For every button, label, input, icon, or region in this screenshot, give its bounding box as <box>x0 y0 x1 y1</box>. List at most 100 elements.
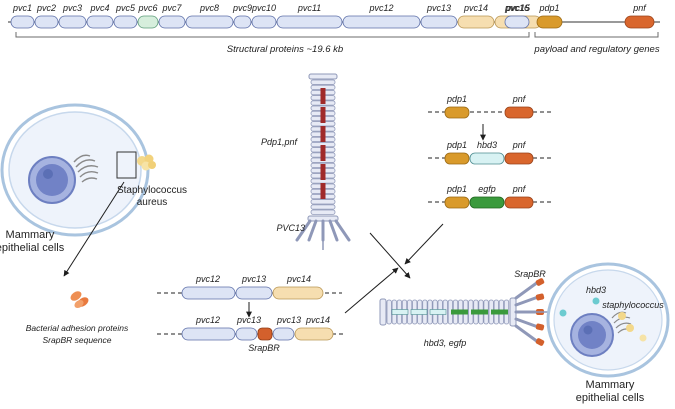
construct2-pdp1 <box>444 152 470 165</box>
tail-before-pvc12 <box>181 286 236 300</box>
staphylococcus-label: Staphylococcus <box>117 185 187 196</box>
operon-gene-pvc9 <box>233 15 252 29</box>
pvc-sheath-ring <box>310 209 336 215</box>
pvc-tail-fiber <box>295 219 312 242</box>
tail-before-pvc13-label: pvc13 <box>241 274 266 284</box>
left-mammary-cell: Staphylococcus aureus Mammary epithelial… <box>0 103 187 254</box>
construct1-pdp1-label: pdp1 <box>446 94 467 104</box>
operon-gene-pvc2 <box>34 15 59 29</box>
pvc-cargo-segment <box>320 145 326 161</box>
construct2-pnf <box>504 152 534 165</box>
operon-gene-label-pvc13: pvc13 <box>426 3 451 13</box>
engineered-hbd3-cargo <box>410 309 428 315</box>
engineered-tail-fiber <box>514 317 540 329</box>
operon-gene-pvc5 <box>113 15 138 29</box>
operon-gene-pvc13 <box>420 15 458 29</box>
operon-gene-label-pvc10: pvc10 <box>251 3 276 13</box>
operon-gene-label-pvc6: pvc6 <box>137 3 157 13</box>
arrow-payload-to-engineered <box>404 223 444 265</box>
engineered-hbd3-cargo <box>391 309 409 315</box>
operon-gene-pvc8 <box>185 15 234 29</box>
cargo-label: Pdp1,pnf <box>261 137 299 147</box>
operon-gene-pvc12 <box>342 15 421 29</box>
pvc-cargo-segment <box>320 107 326 123</box>
payload-bracket <box>534 32 659 38</box>
construct3-egfp <box>469 196 505 209</box>
construct1-pnf <box>504 106 534 119</box>
pvc-tail-fiber <box>307 219 318 242</box>
engineered-cargo-label: hbd3, egfp <box>424 338 467 348</box>
construct3-pdp1-label: pdp1 <box>446 184 467 194</box>
srapbr-sequence-label: SrapBR sequence <box>43 335 112 345</box>
aureus-label: aureus <box>137 197 168 208</box>
golgi-apparatus-icon <box>73 154 99 183</box>
engineered-tail-fiber <box>514 295 540 307</box>
operon-gene-label-pnf: pnf <box>632 3 647 13</box>
payload-constructs: pdp1 pnf pdp1 hbd3 pnf pdp1 egfp pnf <box>428 94 553 209</box>
operon-gene-pvc1 <box>10 15 35 29</box>
structural-bracket <box>15 32 530 38</box>
pvc-tail-fiber <box>334 219 351 242</box>
right-hbd3-label: hbd3 <box>586 285 606 295</box>
engineered-egfp-cargo <box>471 309 488 315</box>
construct1-pdp1 <box>444 106 470 119</box>
tail-after-pvc13-a-label: pvc13 <box>236 315 261 325</box>
payload-genes-label: payload and regulatory genes <box>533 44 659 55</box>
tail-after-srapbr <box>257 327 273 341</box>
engineered-pvc <box>379 278 548 346</box>
operon-gene-label-pvc1: pvc1 <box>12 3 32 13</box>
operon-gene-pvc10 <box>251 15 277 29</box>
operon-gene-pvc4 <box>86 15 114 29</box>
nucleolus-right <box>583 325 593 335</box>
operon-gene-label-pvc12: pvc12 <box>368 3 393 13</box>
operon-gene-label-pvc14: pvc14 <box>463 3 488 13</box>
adhesion-protein-icon <box>70 291 89 309</box>
pvc-sheath-ring <box>310 204 336 210</box>
right-mammary-caption: Mammary <box>586 379 635 391</box>
arrow-to-adhesion <box>63 181 125 277</box>
tail-after-pvc14 <box>294 327 334 341</box>
construct3-pdp1 <box>444 196 470 209</box>
operon-gene-row <box>8 15 660 29</box>
construct2-hbd3-label: hbd3 <box>477 140 497 150</box>
construct3-egfp-label: egfp <box>478 184 496 194</box>
operon-gene-pvc3 <box>58 15 87 29</box>
operon-gene-pnf <box>624 15 655 29</box>
pvc-cargo-segment <box>320 88 326 104</box>
mammary-caption: Mammary <box>6 229 55 241</box>
operon-gene-label-pvc7: pvc7 <box>161 3 182 13</box>
construct1-pnf-label: pnf <box>512 94 527 104</box>
cell-cytoplasm <box>8 111 142 229</box>
tail-before-pvc12-label: pvc12 <box>195 274 220 284</box>
pvc-cap <box>308 73 338 80</box>
tail-before-pvc13 <box>235 286 273 300</box>
tail-before-pvc14 <box>272 286 324 300</box>
tail-after-pvc12-label: pvc12 <box>195 315 220 325</box>
operon-gene-pvc14 <box>457 15 495 29</box>
operon-gene-label-pvc15: pvc15 <box>505 3 531 13</box>
structural-proteins-label: Structural proteins ~19.6 kb <box>227 44 343 55</box>
operon-gene-label-pvc8: pvc8 <box>199 3 219 13</box>
operon-gene-label-pvc2: pvc2 <box>36 3 56 13</box>
engineered-tail-fiber <box>514 324 540 344</box>
operon-gene-label-pvc4: pvc4 <box>89 3 109 13</box>
srapbr-insert-label: SrapBR <box>248 343 280 353</box>
srapbr-tip <box>535 293 545 301</box>
nucleus-right <box>578 321 606 349</box>
hbd3-molecule-icon <box>592 297 600 305</box>
tail-after-pvc14-label: pvc14 <box>305 315 330 325</box>
arrow-pvc-to-engineered <box>369 232 411 279</box>
operon-gene-label-pvc3: pvc3 <box>62 3 82 13</box>
staphylococcus-icon <box>618 312 626 320</box>
srapbr-tip <box>535 278 545 286</box>
srapbr-tip <box>535 323 545 331</box>
construct2-hbd3 <box>469 152 505 165</box>
staphylococcus-icon <box>639 334 647 342</box>
construct3-pnf-label: pnf <box>512 184 527 194</box>
staphylococcus-cluster-icon <box>137 154 156 171</box>
operon-gene-label-pdp1: pdp1 <box>538 3 559 13</box>
pvc-tail-fiber <box>328 219 339 242</box>
